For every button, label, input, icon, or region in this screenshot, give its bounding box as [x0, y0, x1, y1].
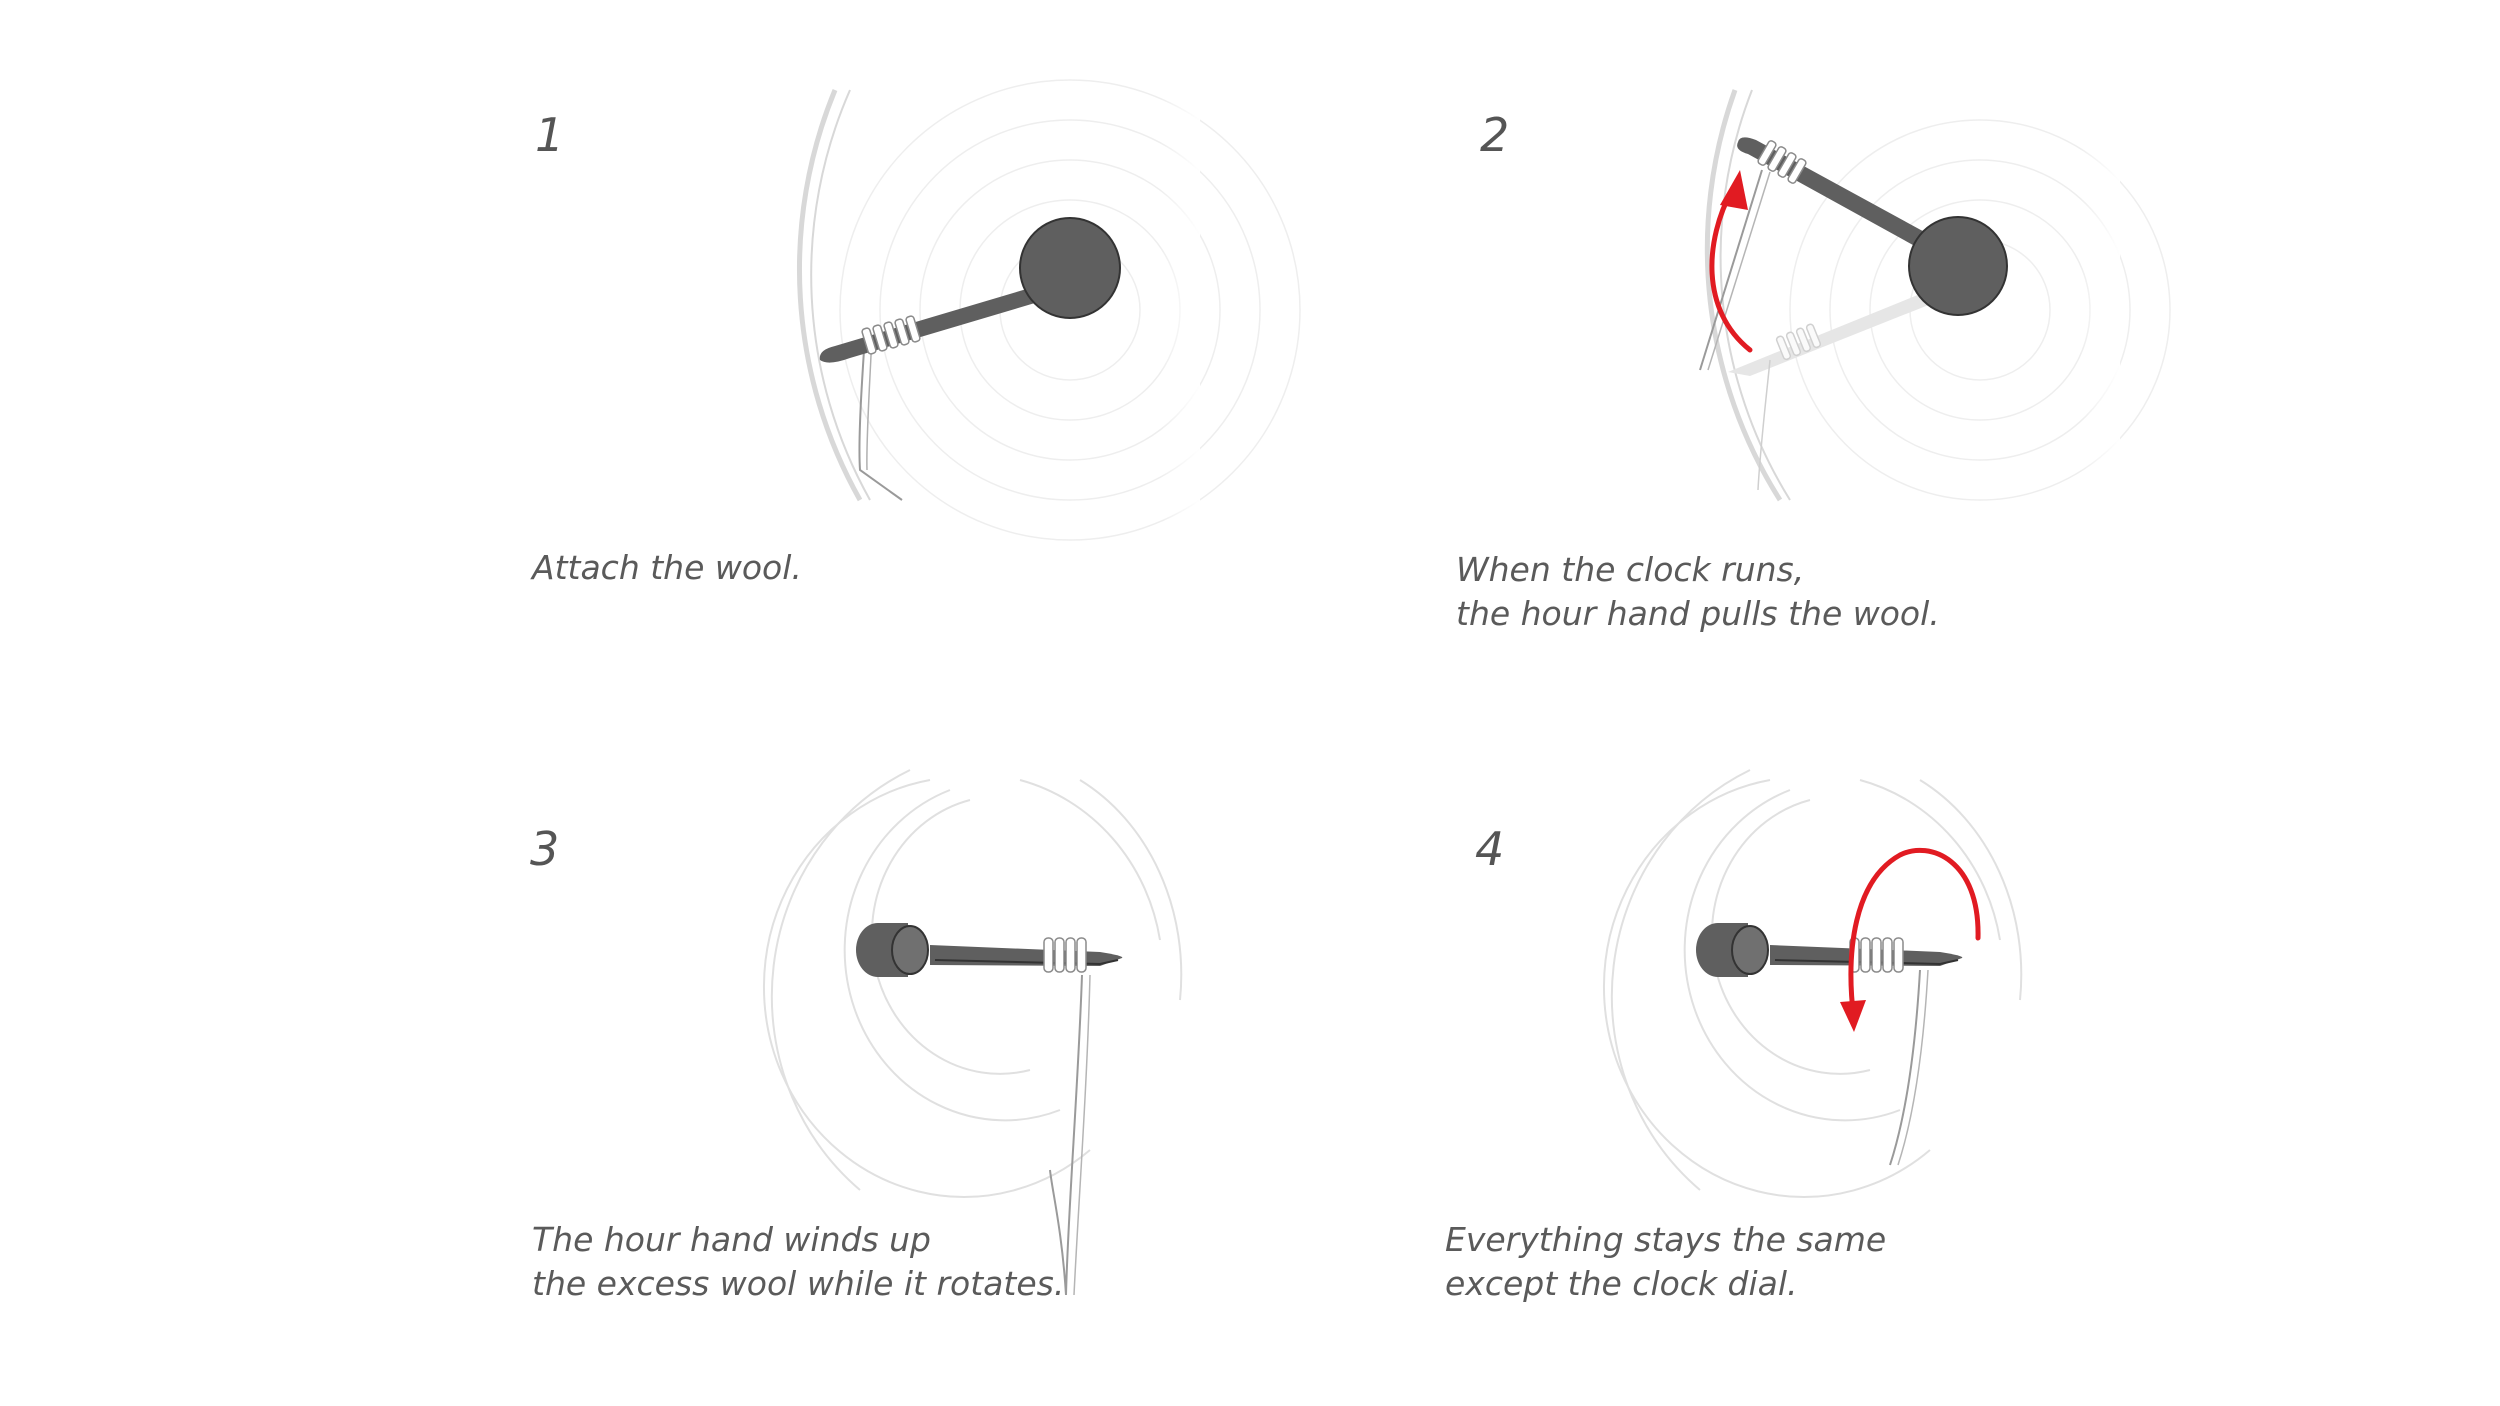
- step-4-number: 4: [1475, 822, 1506, 876]
- step-1-caption: Attach the wool.: [532, 546, 802, 590]
- caption-line: The hour hand winds up: [532, 1220, 931, 1259]
- step-3-illustration: [763, 769, 1183, 1296]
- step-3-caption: The hour hand winds up the excess wool w…: [532, 1218, 1064, 1306]
- clock-dial-rings: [763, 769, 1183, 1198]
- step-4-caption: Everything stays the same except the clo…: [1445, 1218, 1886, 1306]
- hour-hand: [819, 217, 1121, 363]
- clock-dial-rings: [1603, 769, 2023, 1198]
- wool-thread: [1889, 969, 1921, 1166]
- wool-wraps: [1849, 937, 1904, 973]
- hour-hand-previous-ghost: [1728, 290, 1936, 491]
- caption-line: When the clock runs,: [1456, 550, 1805, 589]
- wool-wraps: [1043, 937, 1087, 973]
- hour-hand: [856, 923, 1123, 977]
- wool-thread: [1049, 974, 1083, 1296]
- caption-line: the excess wool while it rotates.: [532, 1264, 1065, 1303]
- caption-line: Everything stays the same: [1445, 1220, 1887, 1259]
- step-1-number: 1: [535, 108, 566, 162]
- step-2-illustration: [1699, 80, 2171, 520]
- clock-dial-edge: [797, 89, 871, 502]
- rotation-arrow-icon: [1840, 847, 1981, 1032]
- wool-wraps: [861, 315, 921, 355]
- caption-line: the hour hand pulls the wool.: [1456, 594, 1940, 633]
- step-2-caption: When the clock runs, the hour hand pulls…: [1456, 548, 1940, 636]
- caption-line: except the clock dial.: [1445, 1264, 1798, 1303]
- step-3-number: 3: [530, 822, 561, 876]
- step-2-number: 2: [1480, 108, 1511, 162]
- wool-wraps: [1757, 140, 1807, 184]
- step-1-illustration: [797, 79, 1301, 541]
- hour-hand: [1696, 923, 1963, 977]
- rotation-arrow-icon: [1709, 170, 1753, 353]
- wool-thread: [1699, 169, 1763, 371]
- caption-line: Attach the wool.: [532, 548, 802, 587]
- step-4-illustration: [1603, 769, 2023, 1198]
